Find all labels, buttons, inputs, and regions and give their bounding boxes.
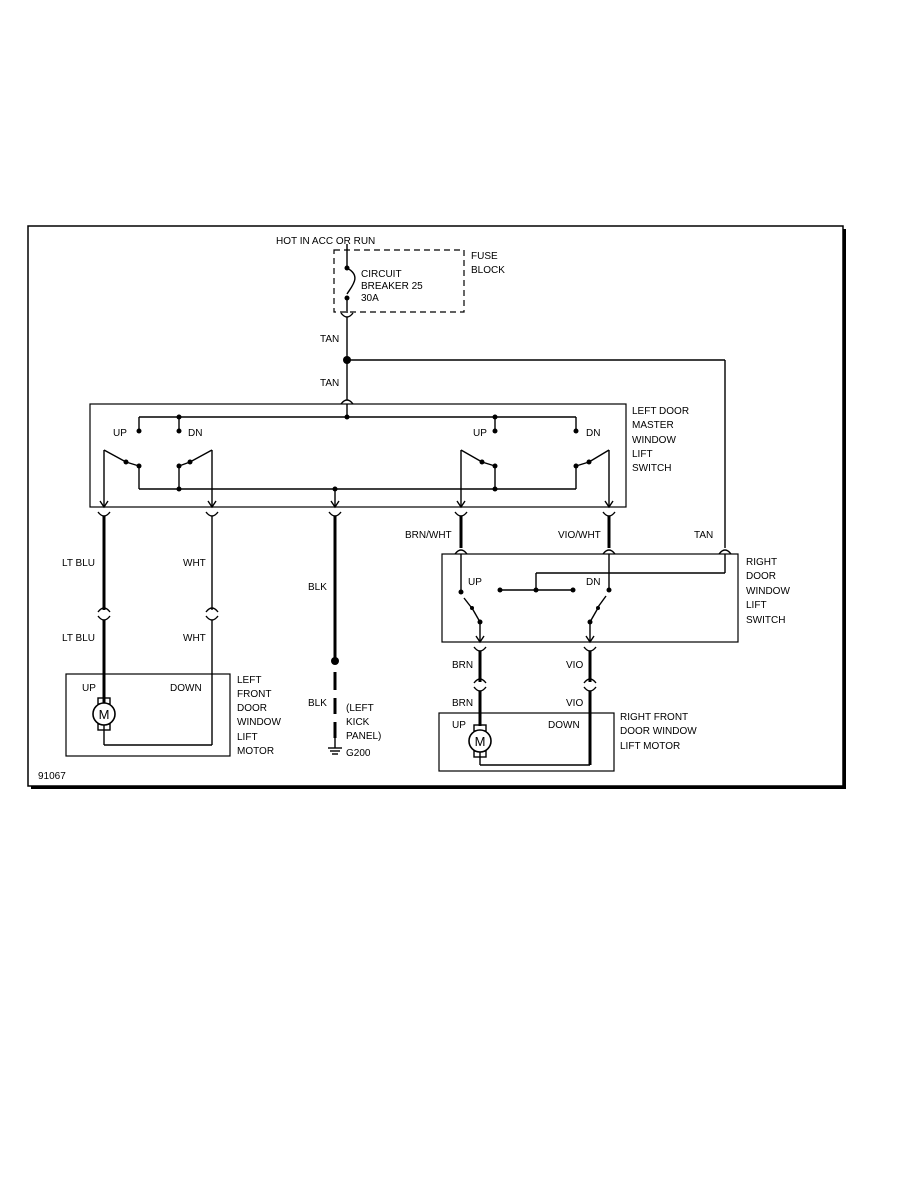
wire-label-blk-1: BLK <box>308 582 327 593</box>
master-up-right-label: UP <box>473 428 487 439</box>
right-motor-up-label: UP <box>452 720 466 731</box>
master-switch-label-2: MASTER <box>632 420 674 431</box>
right-switch-label-3: WINDOW <box>746 586 790 597</box>
ground-splice-dot <box>331 657 339 665</box>
wire-label-wht-2: WHT <box>183 633 206 644</box>
wire-label-tan-1: TAN <box>320 334 339 345</box>
wire-label-brn-1: BRN <box>452 660 473 671</box>
master-dn-right-label: DN <box>586 428 600 439</box>
master-dn-left-label: DN <box>188 428 202 439</box>
left-motor-label-1: LEFT <box>237 675 261 686</box>
master-switch-label-5: SWITCH <box>632 463 671 474</box>
master-switch: LEFT DOOR MASTER WINDOW LIFT SWITCH UP D… <box>89 399 689 508</box>
right-motor-m-label: M <box>475 734 486 749</box>
wire-label-lt-blu-2: LT BLU <box>62 633 95 644</box>
left-motor-label-4: WINDOW <box>237 717 281 728</box>
breaker-label-1: CIRCUIT <box>361 269 402 280</box>
left-motor-label-5: LIFT <box>237 732 258 743</box>
ground-label-1: (LEFT <box>346 703 374 714</box>
right-switch-label-2: DOOR <box>746 571 776 582</box>
wire-label-blk-2: BLK <box>308 698 327 709</box>
fuse-block-label-1: FUSE <box>471 251 498 262</box>
wire-label-brn-wht: BRN/WHT <box>405 530 452 541</box>
wire-label-vio-wht: VIO/WHT <box>558 530 601 541</box>
wire-label-tan-3: TAN <box>694 530 713 541</box>
right-motor: UP DOWN M RIGHT FRONT DOOR WINDOW LIFT M… <box>438 712 697 772</box>
right-motor-label-2: DOOR WINDOW <box>620 726 697 737</box>
right-motor-label-3: LIFT MOTOR <box>620 741 680 752</box>
left-motor-m-label: M <box>99 707 110 722</box>
wire-label-lt-blu-1: LT BLU <box>62 558 95 569</box>
master-switch-label-4: LIFT <box>632 449 653 460</box>
circuit-breaker: CIRCUIT BREAKER 25 30A <box>344 244 423 313</box>
master-up-left-label: UP <box>113 428 127 439</box>
right-motor-symbol <box>468 729 492 753</box>
left-motor-symbol <box>92 702 116 726</box>
ground-label-3: PANEL) <box>346 731 381 742</box>
right-motor-label-1: RIGHT FRONT <box>620 712 688 723</box>
right-motor-down-label: DOWN <box>548 720 580 731</box>
wire-label-wht-1: WHT <box>183 558 206 569</box>
fuse-block-label-2: BLOCK <box>471 265 505 276</box>
diagram-frame <box>27 225 846 789</box>
master-switch-label-1: LEFT DOOR <box>632 406 689 417</box>
wire-label-brn-2: BRN <box>452 698 473 709</box>
wire-label-vio-1: VIO <box>566 660 583 671</box>
breaker-label-2: BREAKER 25 <box>361 281 423 292</box>
right-switch-dn-label: DN <box>586 577 600 588</box>
fuse-block: FUSE BLOCK <box>333 249 505 313</box>
right-switch-up-label: UP <box>468 577 482 588</box>
left-motor: UP DOWN M LEFT FRONT DOOR WINDOW LIFT MO… <box>65 673 281 757</box>
ground-label-2: KICK <box>346 717 370 728</box>
master-output-arrows <box>99 500 614 509</box>
master-switch-label-3: WINDOW <box>632 435 676 446</box>
breaker-label-3: 30A <box>361 293 379 304</box>
power-source-label: HOT IN ACC OR RUN <box>276 236 375 247</box>
right-switch-label-5: SWITCH <box>746 615 785 626</box>
wire-label-vio-2: VIO <box>566 698 583 709</box>
figure-id: 91067 <box>38 771 66 782</box>
ground-id-label: G200 <box>346 748 371 759</box>
left-motor-up-label: UP <box>82 683 96 694</box>
left-motor-down-label: DOWN <box>170 683 202 694</box>
left-motor-label-6: MOTOR <box>237 746 274 757</box>
left-motor-label-3: DOOR <box>237 703 267 714</box>
right-switch-label-1: RIGHT <box>746 557 777 568</box>
ground-symbol <box>328 738 342 755</box>
right-switch-label-4: LIFT <box>746 600 767 611</box>
wire-label-tan-2: TAN <box>320 378 339 389</box>
left-motor-label-2: FRONT <box>237 689 271 700</box>
